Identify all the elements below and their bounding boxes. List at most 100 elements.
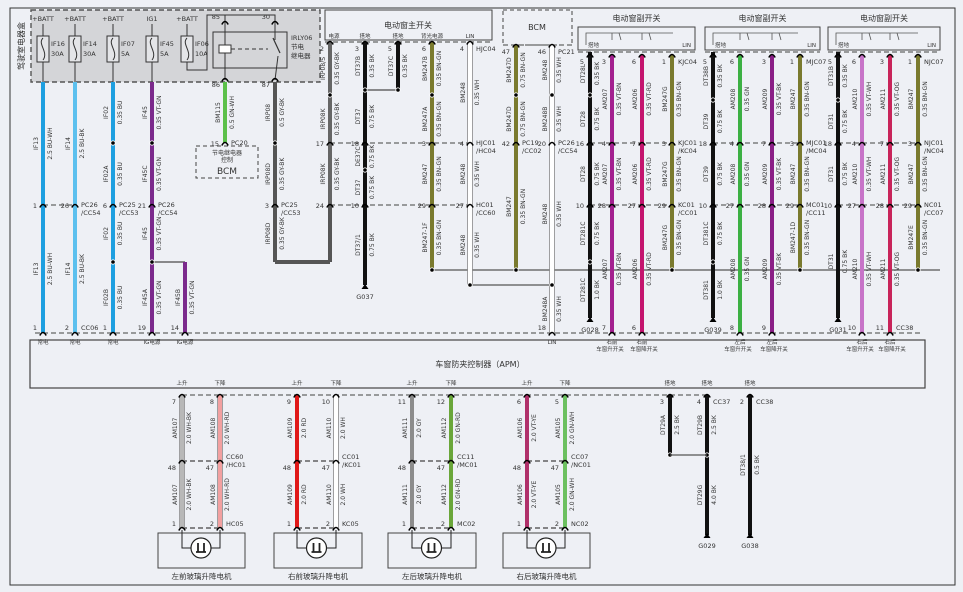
switch-contact-icon <box>618 32 622 41</box>
circuit-id-label: BM247 <box>908 88 915 109</box>
wire-spec-label: 0.35 VT-OG <box>894 252 901 287</box>
circuit-id-label: AM107 <box>172 417 179 438</box>
connector-id: HC01 <box>476 201 494 209</box>
fuse-source-label: +BATT <box>32 15 54 23</box>
terminal-icon <box>523 526 531 531</box>
terminal-icon <box>332 459 340 464</box>
circuit-id-label: AM206 <box>632 258 639 279</box>
connector-id: PC20 <box>231 139 248 147</box>
circuit-id-label: IRP08D <box>265 163 272 185</box>
pin-number: 2 <box>326 520 330 528</box>
circuit-id-label: DT281C <box>580 222 587 246</box>
pin-number: 5 <box>388 45 392 53</box>
pin-number: 24 <box>316 202 324 210</box>
connector-id: /NC01 <box>571 461 591 469</box>
circuit-id-label: AM108 <box>210 417 217 438</box>
fuse-rating: 5A <box>160 50 169 58</box>
circuit-id-label: IF45B <box>175 289 182 306</box>
terminal-icon <box>736 203 744 208</box>
motor-lead <box>411 530 422 549</box>
terminal-icon <box>914 53 922 58</box>
connector-id: PC25 <box>119 201 136 209</box>
circuit-id-label: DT28 <box>580 166 587 182</box>
apm-pin-function: 右前 <box>606 338 618 346</box>
diagram-frame <box>9 7 956 586</box>
pin-number: 28 <box>876 202 884 210</box>
terminal-icon <box>886 331 894 336</box>
circuit-id-label: IF02 <box>103 227 110 240</box>
pin-number: 4 <box>460 45 464 53</box>
connector-id: /CC07 <box>924 209 944 217</box>
apm-pin-function: 下降 <box>330 379 342 387</box>
fuse-rating: 10A <box>195 50 208 58</box>
pin-number: 28 <box>758 202 766 210</box>
circuit-id-label: AM207 <box>602 163 609 184</box>
circuit-id-label: DT28L <box>580 63 587 83</box>
circuit-id-label: BM247E <box>908 225 915 250</box>
wire-spec-label: 0.75 BK <box>842 161 849 185</box>
terminal-icon <box>221 141 229 146</box>
wire-spec-label: 0.35 WH <box>556 296 563 322</box>
wire-spec-label: 0.35 VT-OG <box>894 82 901 117</box>
circuit-id-label: AM111 <box>402 417 409 438</box>
terminal-icon <box>326 141 334 146</box>
splice-dot <box>327 92 333 98</box>
terminal-icon <box>332 393 340 398</box>
apm-pin-function: 左后 <box>734 338 746 346</box>
fuse-source-label: +BATT <box>64 15 86 23</box>
pin-number: 3 <box>908 140 912 148</box>
terminal-icon <box>39 203 47 208</box>
wire-spec-label: 0.35 BK <box>402 53 409 77</box>
terminal-icon <box>586 53 594 58</box>
pin-number: 6 <box>852 58 856 66</box>
pin-number: 48 <box>283 464 291 472</box>
terminal-icon <box>178 459 186 464</box>
wire-spec-label: 0.35 BN-GN <box>436 156 443 191</box>
wire-spec-label: 0.35 BK <box>369 53 376 77</box>
pin-number: 3 <box>880 58 884 66</box>
terminal-icon <box>834 203 842 208</box>
motor-symbol-icon <box>541 543 551 553</box>
motor-icon <box>305 537 328 559</box>
wire-spec-label: 0.35 WH <box>474 232 481 258</box>
switch-contact-icon <box>868 32 872 41</box>
terminal-icon <box>428 40 436 45</box>
pin-number: 27 <box>628 202 636 210</box>
ground-icon <box>709 317 717 322</box>
pin-number: 47 <box>322 464 330 472</box>
pin-number: 48 <box>168 464 176 472</box>
ground-icon <box>586 317 594 322</box>
terminal-icon <box>796 203 804 208</box>
terminal-icon <box>178 526 186 531</box>
circuit-id-label: DT29G <box>697 484 704 505</box>
switch-contact-icon <box>746 32 750 41</box>
wire-spec-label: 2.0 WH-BK <box>186 477 193 510</box>
terminal-icon <box>148 331 156 336</box>
pin-number: 6 <box>517 398 521 406</box>
wire-spec-label: 0.5 BK <box>754 454 761 475</box>
switch-pin-label: 搭地 <box>392 32 404 40</box>
circuit-id-label: IF13 <box>33 262 40 275</box>
bcm-small-title: BCM <box>217 167 237 177</box>
wire-spec-label: 2.0 WH <box>340 417 347 439</box>
wire-spec-label: 0.35 VT-WH <box>866 157 873 192</box>
relay-id: IRLY06 <box>291 34 312 42</box>
motor-lead <box>526 530 536 549</box>
wire-spec-label: 0.35 BU <box>117 101 124 125</box>
main-switch-title: 电动窗主开关 <box>384 20 432 30</box>
terminal-icon <box>361 40 369 45</box>
wire-spec-label: 0.35 VT-OG <box>894 157 901 192</box>
ground-icon <box>834 317 842 322</box>
terminal-icon <box>71 331 79 336</box>
wire-spec-label: 0.35 WH <box>556 201 563 227</box>
circuit-id-label: AM109 <box>287 484 294 505</box>
ground-label: G037 <box>356 293 373 301</box>
window-motor-box <box>387 532 477 569</box>
circuit-id-label: BM247G <box>662 224 669 250</box>
wire-spec-label: 0.35 BU <box>117 286 124 310</box>
relay-coil-icon <box>218 44 232 54</box>
pin-number: 4 <box>697 398 701 406</box>
wire-spec-label: 0.75 BK <box>842 109 849 133</box>
terminal-icon <box>548 141 556 146</box>
circuit-id-label: DT381C <box>703 222 710 246</box>
